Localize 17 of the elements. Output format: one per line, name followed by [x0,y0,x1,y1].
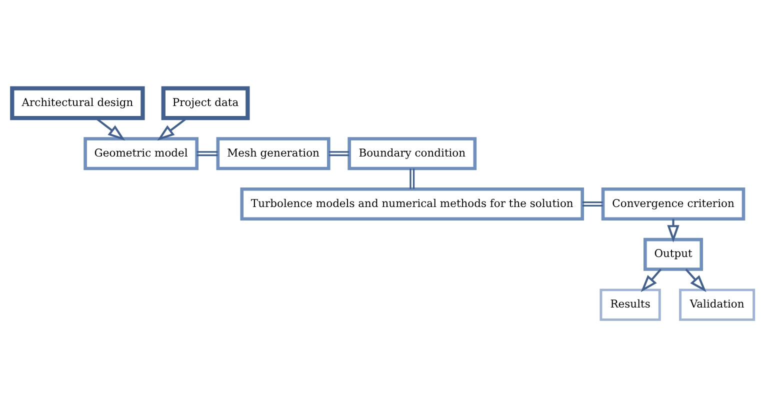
arrow [685,268,706,292]
connector [582,201,603,206]
node-box: Project data [161,86,250,120]
node-box: Convergence criterion [601,186,746,220]
connector [328,150,350,156]
node-box: Results [600,288,661,320]
node-box: Architectural design [10,86,145,120]
node-box: Validation [679,288,756,320]
connector [196,150,218,156]
node-box: Turbolence models and numerical methods for the solution [240,186,584,220]
arrow [667,218,680,242]
node-box: Mesh generation [216,136,330,170]
arrow [640,268,662,292]
node-box: Boundary condition [348,136,477,170]
node-box: Output [644,237,704,270]
node-box: Geometric model [84,136,198,170]
connector [410,168,415,188]
